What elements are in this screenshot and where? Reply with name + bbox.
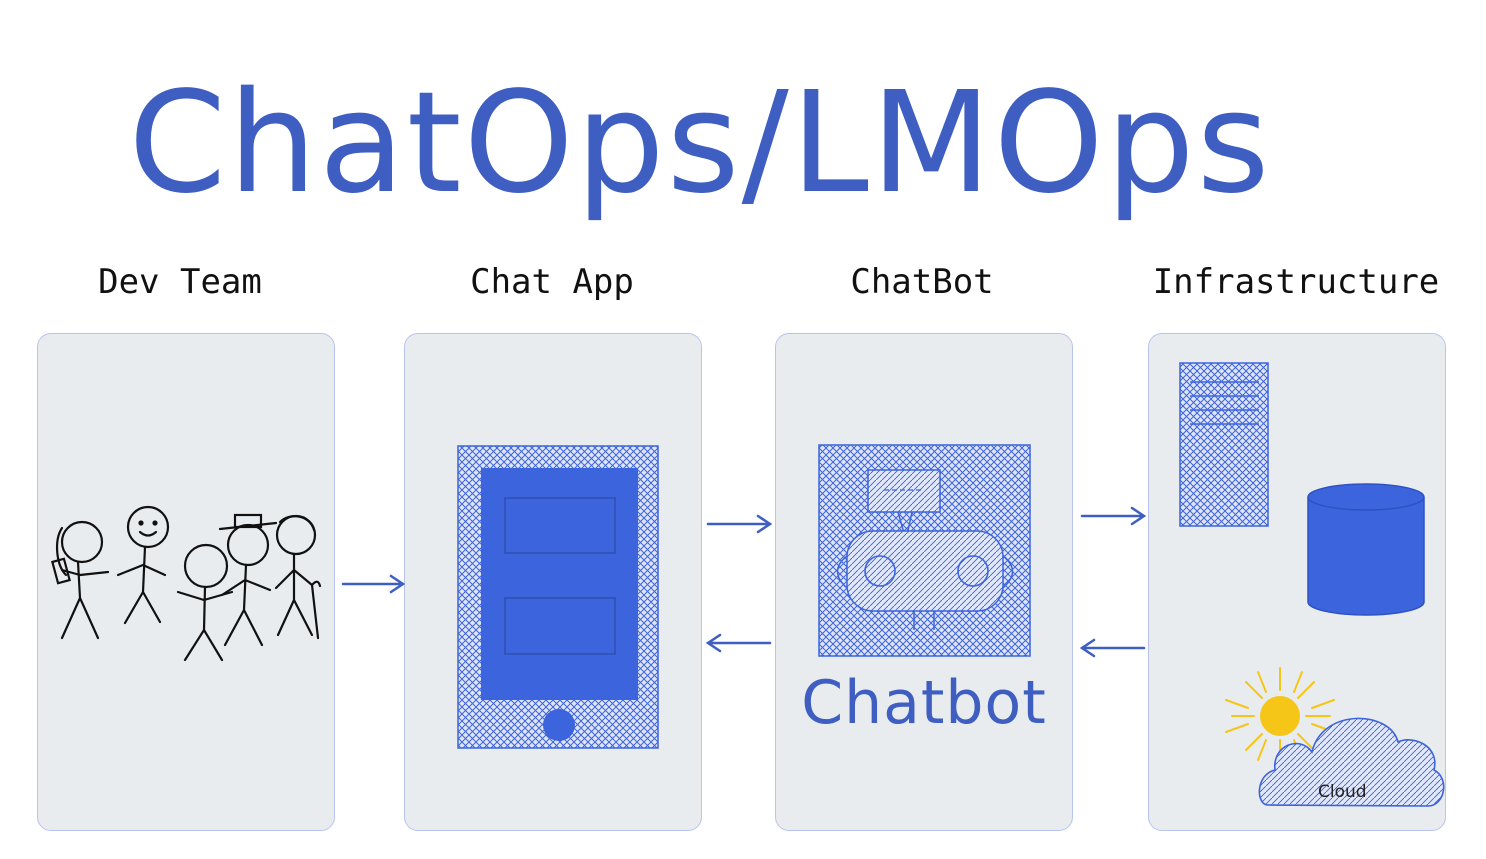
arrow-right-icon <box>706 514 773 534</box>
robot-icon <box>818 444 1031 657</box>
column-label-dev-team: Dev Team <box>98 262 262 302</box>
arrow-right-icon <box>341 574 406 594</box>
column-label-infrastructure: Infrastructure <box>1152 262 1440 302</box>
database-icon <box>1307 483 1425 616</box>
column-label-chat-app: Chat App <box>470 262 634 302</box>
stick-figure-team-icon <box>51 505 322 662</box>
arrow-right-icon <box>1080 506 1147 526</box>
cloud-sun-icon <box>1225 667 1445 807</box>
column-label-chatbot: ChatBot <box>850 262 994 302</box>
phone-icon <box>457 445 659 749</box>
dev-team-panel <box>37 333 335 831</box>
chatbot-label: Chatbot <box>801 668 1047 738</box>
arrow-left-icon <box>1079 638 1146 658</box>
arrow-left-icon <box>705 633 772 653</box>
server-icon <box>1179 362 1269 527</box>
cloud-label: Cloud <box>1318 782 1367 802</box>
diagram-title: ChatOps/LMOps <box>128 62 1272 225</box>
